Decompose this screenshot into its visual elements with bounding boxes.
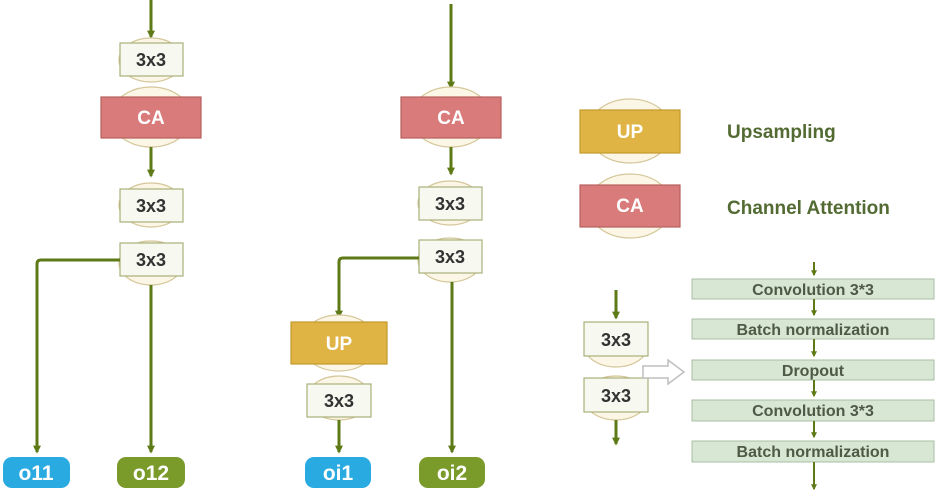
output-oi1 — [305, 457, 371, 488]
left-ca-box — [100, 96, 202, 139]
middle-branch-arrow — [335, 256, 419, 319]
step-1-label: Batch normalization — [737, 322, 890, 339]
output-oi2-label: oi2 — [437, 462, 467, 485]
output-o11-label: o11 — [18, 462, 53, 485]
middle-conv3-box — [306, 383, 372, 418]
middle-conv1-label: 3x3 — [435, 194, 465, 214]
legend-up-text: Upsampling — [727, 122, 836, 143]
left-conv2-box — [119, 188, 184, 223]
middle-up-label: UP — [326, 334, 353, 355]
block-conv1-box — [583, 321, 649, 357]
step-3-label: Convolution 3*3 — [752, 403, 874, 420]
legend-ca-label: CA — [616, 196, 644, 217]
expand-arrow-icon — [642, 358, 686, 386]
legend-up-box — [579, 109, 681, 154]
left-column: 3x3 CA 3x3 3x3 o11 o12 — [3, 0, 202, 488]
conv-block-detail: 3x3 3x3 Convolution 3*3 Batch normalizat… — [583, 262, 935, 491]
left-conv1-label: 3x3 — [136, 50, 166, 70]
output-o11 — [3, 457, 70, 488]
output-o12-label: o12 — [133, 462, 169, 485]
left-conv2-label: 3x3 — [136, 196, 166, 216]
output-oi2 — [419, 457, 485, 488]
middle-conv1-box — [418, 186, 483, 221]
middle-conv2-label: 3x3 — [435, 247, 465, 267]
left-ca-label: CA — [137, 108, 165, 129]
middle-up-box — [290, 321, 388, 365]
legend-ca-box — [579, 184, 681, 228]
legend-up-label: UP — [617, 122, 644, 143]
middle-column: CA 3x3 3x3 UP 3x3 oi1 oi2 — [290, 4, 502, 488]
output-oi1-label: oi1 — [323, 462, 354, 485]
step-4-label: Batch normalization — [737, 444, 890, 461]
legend-ca-text: Channel Attention — [727, 198, 890, 219]
output-o12 — [117, 457, 185, 488]
step-0-label: Convolution 3*3 — [752, 282, 874, 299]
block-conv2-label: 3x3 — [601, 386, 631, 406]
step-2-label: Dropout — [782, 363, 845, 380]
middle-ca-label: CA — [437, 108, 465, 129]
middle-ca-box — [400, 96, 502, 139]
middle-conv3-label: 3x3 — [324, 391, 354, 411]
left-conv1-box — [119, 42, 184, 77]
left-conv3-label: 3x3 — [136, 250, 166, 270]
legend: UP Upsampling CA Channel Attention — [579, 98, 890, 239]
block-conv2-box — [583, 377, 649, 413]
block-conv1-label: 3x3 — [601, 330, 631, 350]
middle-conv2-box — [418, 239, 483, 274]
left-branch-arrow — [33, 258, 120, 454]
